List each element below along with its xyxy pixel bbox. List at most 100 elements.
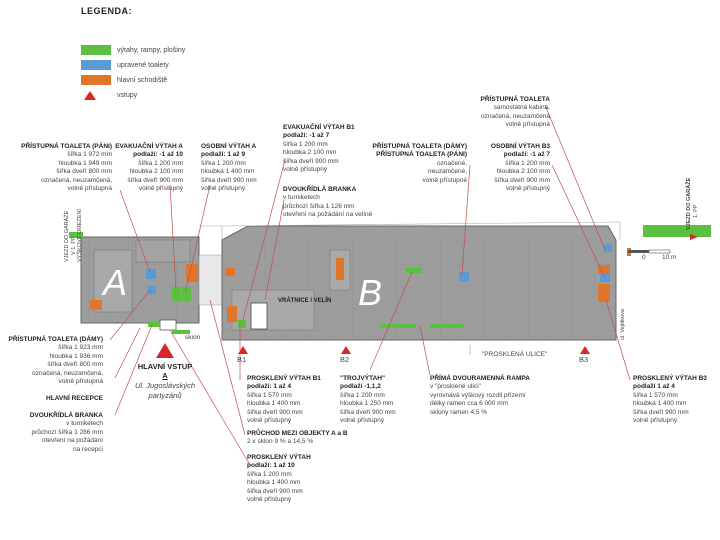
- annotation-heading: PŘÍMÁ DVOURAMENNÁ RAMPA: [430, 375, 530, 382]
- annotation-line: šířka 1 200 mm: [247, 470, 292, 478]
- skion-label: skion: [185, 334, 201, 341]
- annotation-line: šířka dveří 900 mm: [633, 408, 689, 416]
- annotation-line: volně přístupný: [247, 496, 292, 504]
- annotation-subheading: podlaží: -1 až 7: [503, 151, 550, 159]
- vjezd-right-line: VJEZD DO GARÁŽE: [686, 177, 692, 230]
- annotation-line: volně přístupný: [201, 185, 246, 193]
- annotation-line: hloubka 1 250 mm: [340, 400, 394, 408]
- annotation-heading: EVAKUAČNÍ VÝTAH B1: [283, 124, 355, 131]
- entrance-b2: B2: [340, 355, 350, 364]
- annotation-subheading: podlaží: 1 až 9: [201, 151, 246, 159]
- annotation-line: šířka 1 923 mm: [58, 344, 103, 352]
- elevator-osobni-a: [182, 287, 191, 301]
- annotation-heading: PŘÍSTUPNÁ TOALETA (PÁNI): [376, 151, 467, 159]
- stairs-b1b: [227, 306, 237, 322]
- legend-swatch-blue: [81, 60, 111, 70]
- annotation-line: hloubka 2 100 mm: [129, 168, 183, 176]
- ramp-a: [148, 322, 160, 327]
- legend-label: hlavní schodiště: [117, 77, 168, 84]
- annotation-line: délky ramen cca 6 000 mm: [430, 400, 509, 408]
- lift-a-entry: [172, 330, 190, 334]
- annotation-heading: PŘÍSTUPNÁ TOALETA: [480, 96, 550, 103]
- annotation-line: hloubka 2 100 mm: [496, 168, 550, 176]
- annotation-subheading: podlaží: -1 až 7: [283, 132, 330, 140]
- annotation-line: volně přístupný: [247, 417, 292, 425]
- legend-swatch-orange: [81, 75, 111, 85]
- legend-label: výtahy, rampy, plošiny: [117, 47, 186, 54]
- annotation-line: hloubka 1 400 mm: [247, 479, 301, 487]
- annotation-hlavni-recepce: HLAVNÍ RECEPCE: [2, 395, 103, 403]
- annotation-subheading: podlaží -1,1,2: [340, 383, 381, 391]
- annotation-heading: EVAKUAČNÍ VÝTAH A: [115, 143, 183, 150]
- annotation-line: volně přístupný: [283, 166, 328, 174]
- main-entrance-title: HLAVNÍ VSTUP: [137, 362, 193, 371]
- annotation-osobni-a: OSOBNÍ VÝTAH A podlaží: 1 až 9 šířka 1 2…: [201, 143, 257, 193]
- annotation-line: hloubka 1 936 mm: [49, 352, 103, 360]
- legend-title: LEGENDA:: [81, 6, 132, 16]
- annotation-line: šířka 1 200 mm: [138, 159, 183, 167]
- triangle-icon: [84, 91, 96, 100]
- building-a-label: A: [103, 262, 128, 303]
- street-name: Ul. Jugoslávských partyzánů: [110, 381, 220, 400]
- annotation-toaleta-pani: PŘÍSTUPNÁ TOALETA (PÁNI) šířka 1 972 mm …: [2, 143, 112, 193]
- proskl-ulice-label: "PROSKLENÁ ULICE": [482, 351, 548, 358]
- building-b-label: B: [358, 272, 383, 313]
- trojvytah: [406, 268, 422, 273]
- annotation-line: v turniketech: [283, 194, 320, 202]
- annotation-rampa: PŘÍMÁ DVOURAMENNÁ RAMPA v "prosklené uli…: [430, 375, 530, 417]
- annotation-line: vyrovnává výškový rozdíl přízemí: [430, 391, 526, 399]
- annotation-evak-a: EVAKUAČNÍ VÝTAH A podlaží: -1 až 10 šířk…: [108, 143, 183, 193]
- annotation-heading: PŘÍSTUPNÁ TOALETA (PÁNI): [21, 143, 112, 150]
- stairs-b3b: [598, 284, 610, 302]
- annotation-line: volně přístupné: [422, 176, 467, 184]
- annotation-line: šířka 1 200 mm: [283, 140, 328, 148]
- annotation-line: hloubka 1 400 mm: [201, 168, 255, 176]
- annotation-subheading: podlaží: 1 až 4: [247, 383, 292, 391]
- annotation-line: označená, neuzamčená: [480, 112, 550, 120]
- toilet-b3-b: [604, 244, 612, 252]
- ul-vejtitkova: ul. Vejtitkova: [620, 309, 626, 340]
- entrance-b3: B3: [579, 355, 589, 364]
- stairs-b3a: [598, 265, 610, 274]
- annotation-line: volně přístupný: [633, 417, 678, 425]
- annotation-toaleta-damy-a: PŘÍSTUPNÁ TOALETA (DÁMY) šířka 1 923 mm …: [2, 336, 104, 386]
- annotation-line: šířka dveří 900 mm: [494, 176, 550, 184]
- annotation-line: šířka 1 570 mm: [247, 391, 292, 399]
- annotation-heading: DVOUKŘÍDLÁ BRANKA: [283, 186, 357, 193]
- legend-label: upravené toalety: [117, 62, 169, 69]
- street-line: Ul. Jugoslávských: [134, 381, 196, 390]
- annotation-heading: OSOBNÍ VÝTAH B3: [490, 143, 550, 150]
- vjezd-left-line: VÝŠKOVĚ OMEZENÍ: [77, 209, 83, 262]
- stairs-b2: [336, 258, 344, 280]
- annotation-line: průchozí šířka 1 126 mm: [283, 202, 355, 210]
- street-line: partyzánů: [148, 390, 182, 400]
- annotation-heading: HLAVNÍ RECEPCE: [46, 395, 103, 402]
- annotation-line: volně přístupná: [67, 185, 112, 193]
- annotation-line: otevření na požádání na velíně: [283, 211, 373, 219]
- annotation-proskl-10: PROSKLENÝ VÝTAH podlaží: 1 až 10 šířka 1…: [247, 454, 311, 504]
- annotation-line: označená, neuzamčená,: [32, 369, 103, 377]
- annotation-line: průchozí šířka 1 286 mm: [31, 428, 103, 436]
- annotation-line: šířka dveří 900 mm: [247, 408, 303, 416]
- elevator-b1: [238, 320, 246, 328]
- annotation-osobni-b3: OSOBNÍ VÝTAH B3 podlaží: -1 až 7 šířka 1…: [480, 143, 550, 193]
- annotation-line: šířka dveří 900 mm: [283, 157, 339, 165]
- vratnice-label: VRÁTNICE / VELÍN: [278, 298, 332, 304]
- annotation-branka-a: DVOUKŘÍDLÁ BRANKA v turniketech průchozí…: [2, 412, 103, 454]
- scale-ten: 10 m: [662, 254, 677, 261]
- annotation-heading: PROSKLENÝ VÝTAH B1: [247, 375, 321, 382]
- annotation-toaleta-b3: PŘÍSTUPNÁ TOALETA samostatná kabina, ozn…: [470, 96, 550, 130]
- toilet-a-damy: [148, 286, 156, 294]
- garage-ramp-left: [69, 232, 83, 238]
- annotation-heading: DVOUKŘÍDLÁ BRANKA: [29, 412, 103, 419]
- annotation-line: otevření na požádání: [41, 437, 103, 445]
- annotation-line: hloubka 1 400 mm: [633, 400, 687, 408]
- annotation-evak-b1: EVAKUAČNÍ VÝTAH B1 podlaží: -1 až 7 šířk…: [283, 124, 355, 174]
- elevator-evak-a: [172, 287, 181, 301]
- toilet-b: [459, 272, 469, 282]
- ramp-b-right: [430, 324, 464, 328]
- scale-zero: 0: [642, 254, 646, 261]
- annotation-line: šířka dveří 900 mm: [201, 176, 257, 184]
- main-entrance: HLAVNÍ VSTUP A: [135, 362, 195, 380]
- annotation-line: šířka dveří 900 mm: [127, 176, 183, 184]
